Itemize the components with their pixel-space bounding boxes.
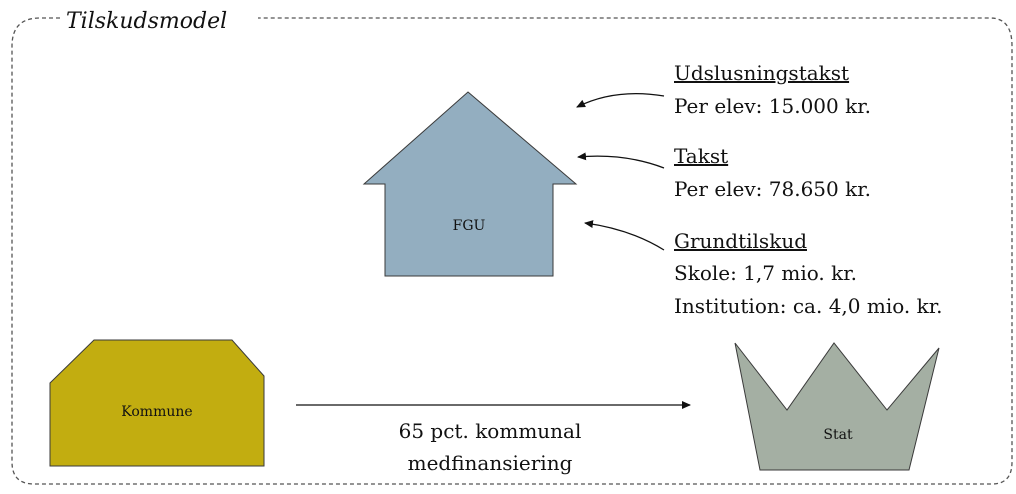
stat-label: Stat bbox=[823, 427, 853, 443]
takst-heading: Takst bbox=[674, 144, 728, 168]
grundtilskud-institution: Institution: ca. 4,0 mio. kr. bbox=[674, 294, 942, 318]
udslusningstakst-heading: Udslusningstakst bbox=[674, 61, 849, 85]
takst-value: Per elev: 78.650 kr. bbox=[674, 177, 871, 201]
fgu-label: FGU bbox=[453, 218, 486, 234]
kommune-shape bbox=[49, 339, 265, 467]
grundtilskud-heading: Grundtilskud bbox=[674, 229, 807, 253]
udslusningstakst-value: Per elev: 15.000 kr. bbox=[674, 94, 871, 118]
stat-crown-shape bbox=[734, 342, 940, 471]
fgu-house-shape bbox=[362, 91, 578, 277]
takst-arrow bbox=[577, 152, 665, 169]
grundtilskud-skole: Skole: 1,7 mio. kr. bbox=[674, 261, 857, 285]
frame-border bbox=[11, 17, 1013, 485]
kommune-label: Kommune bbox=[121, 404, 192, 420]
diagram-title: Tilskudsmodel bbox=[66, 9, 227, 34]
udslusning-arrow bbox=[576, 92, 665, 108]
flow-label-line1: 65 pct. kommunal bbox=[399, 419, 582, 443]
flow-label-line2: medfinansiering bbox=[408, 451, 573, 475]
grund-arrow bbox=[584, 220, 665, 251]
